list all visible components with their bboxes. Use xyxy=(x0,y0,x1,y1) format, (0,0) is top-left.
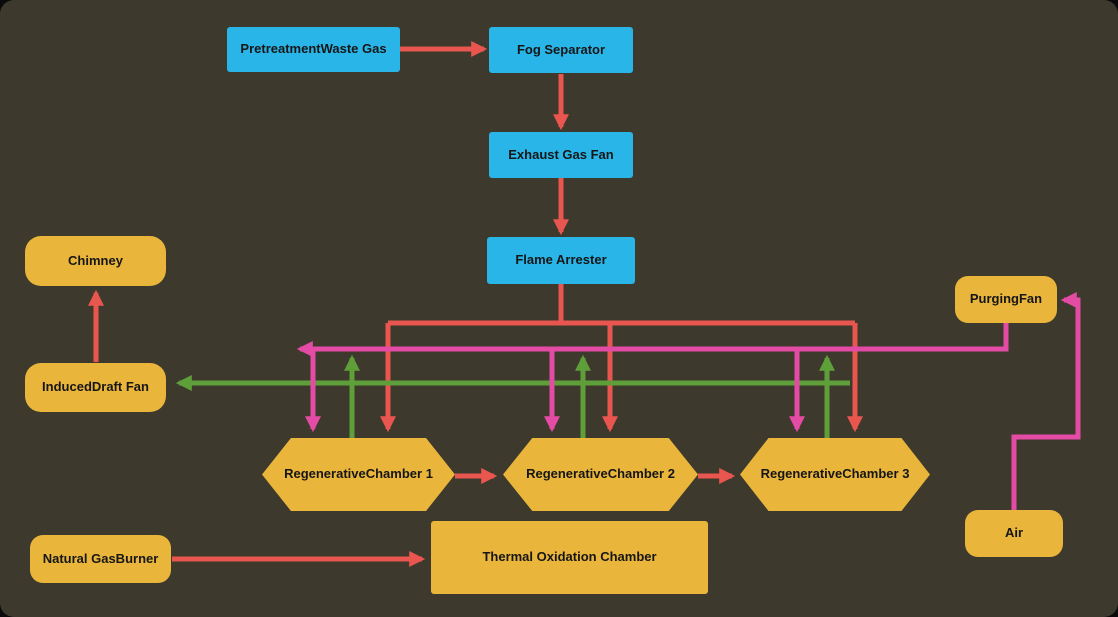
node-label: RegenerativeChamber 3 xyxy=(760,466,910,482)
node-regenerative-chamber-3: RegenerativeChamber 3 xyxy=(740,438,930,511)
node-air: Air xyxy=(965,510,1063,557)
node-label: PurgingFan xyxy=(969,291,1043,307)
green-exhaust-arrows xyxy=(175,354,850,438)
node-pretreatment-waste-gas: PretreatmentWaste Gas xyxy=(227,27,400,72)
node-label: Air xyxy=(1004,525,1024,541)
node-regenerative-chamber-2: RegenerativeChamber 2 xyxy=(503,438,698,511)
node-fog-separator: Fog Separator xyxy=(489,27,633,73)
node-label: RegenerativeChamber 1 xyxy=(284,466,433,482)
node-label: PretreatmentWaste Gas xyxy=(240,41,387,57)
node-label: Thermal Oxidation Chamber xyxy=(482,549,657,565)
node-induced-draft-fan: InducedDraft Fan xyxy=(25,363,166,412)
node-label: Chimney xyxy=(68,252,123,268)
node-exhaust-gas-fan: Exhaust Gas Fan xyxy=(489,132,633,178)
node-label: InducedDraft Fan xyxy=(42,379,149,395)
node-label: Fog Separator xyxy=(516,41,606,57)
node-flame-arrester: Flame Arrester xyxy=(487,237,635,284)
red-flow-arrows xyxy=(87,40,864,568)
node-natural-gas-burner: Natural GasBurner xyxy=(30,535,171,583)
node-label: Natural GasBurner xyxy=(42,550,159,566)
node-purging-fan: PurgingFan xyxy=(955,276,1057,323)
node-label: RegenerativeChamber 2 xyxy=(526,466,675,482)
node-thermal-oxidation-chamber: Thermal Oxidation Chamber xyxy=(431,521,708,594)
node-regenerative-chamber-1: RegenerativeChamber 1 xyxy=(262,438,455,511)
node-chimney: Chimney xyxy=(25,236,166,286)
node-label: Exhaust Gas Fan xyxy=(508,146,614,162)
node-label: Flame Arrester xyxy=(515,252,607,268)
